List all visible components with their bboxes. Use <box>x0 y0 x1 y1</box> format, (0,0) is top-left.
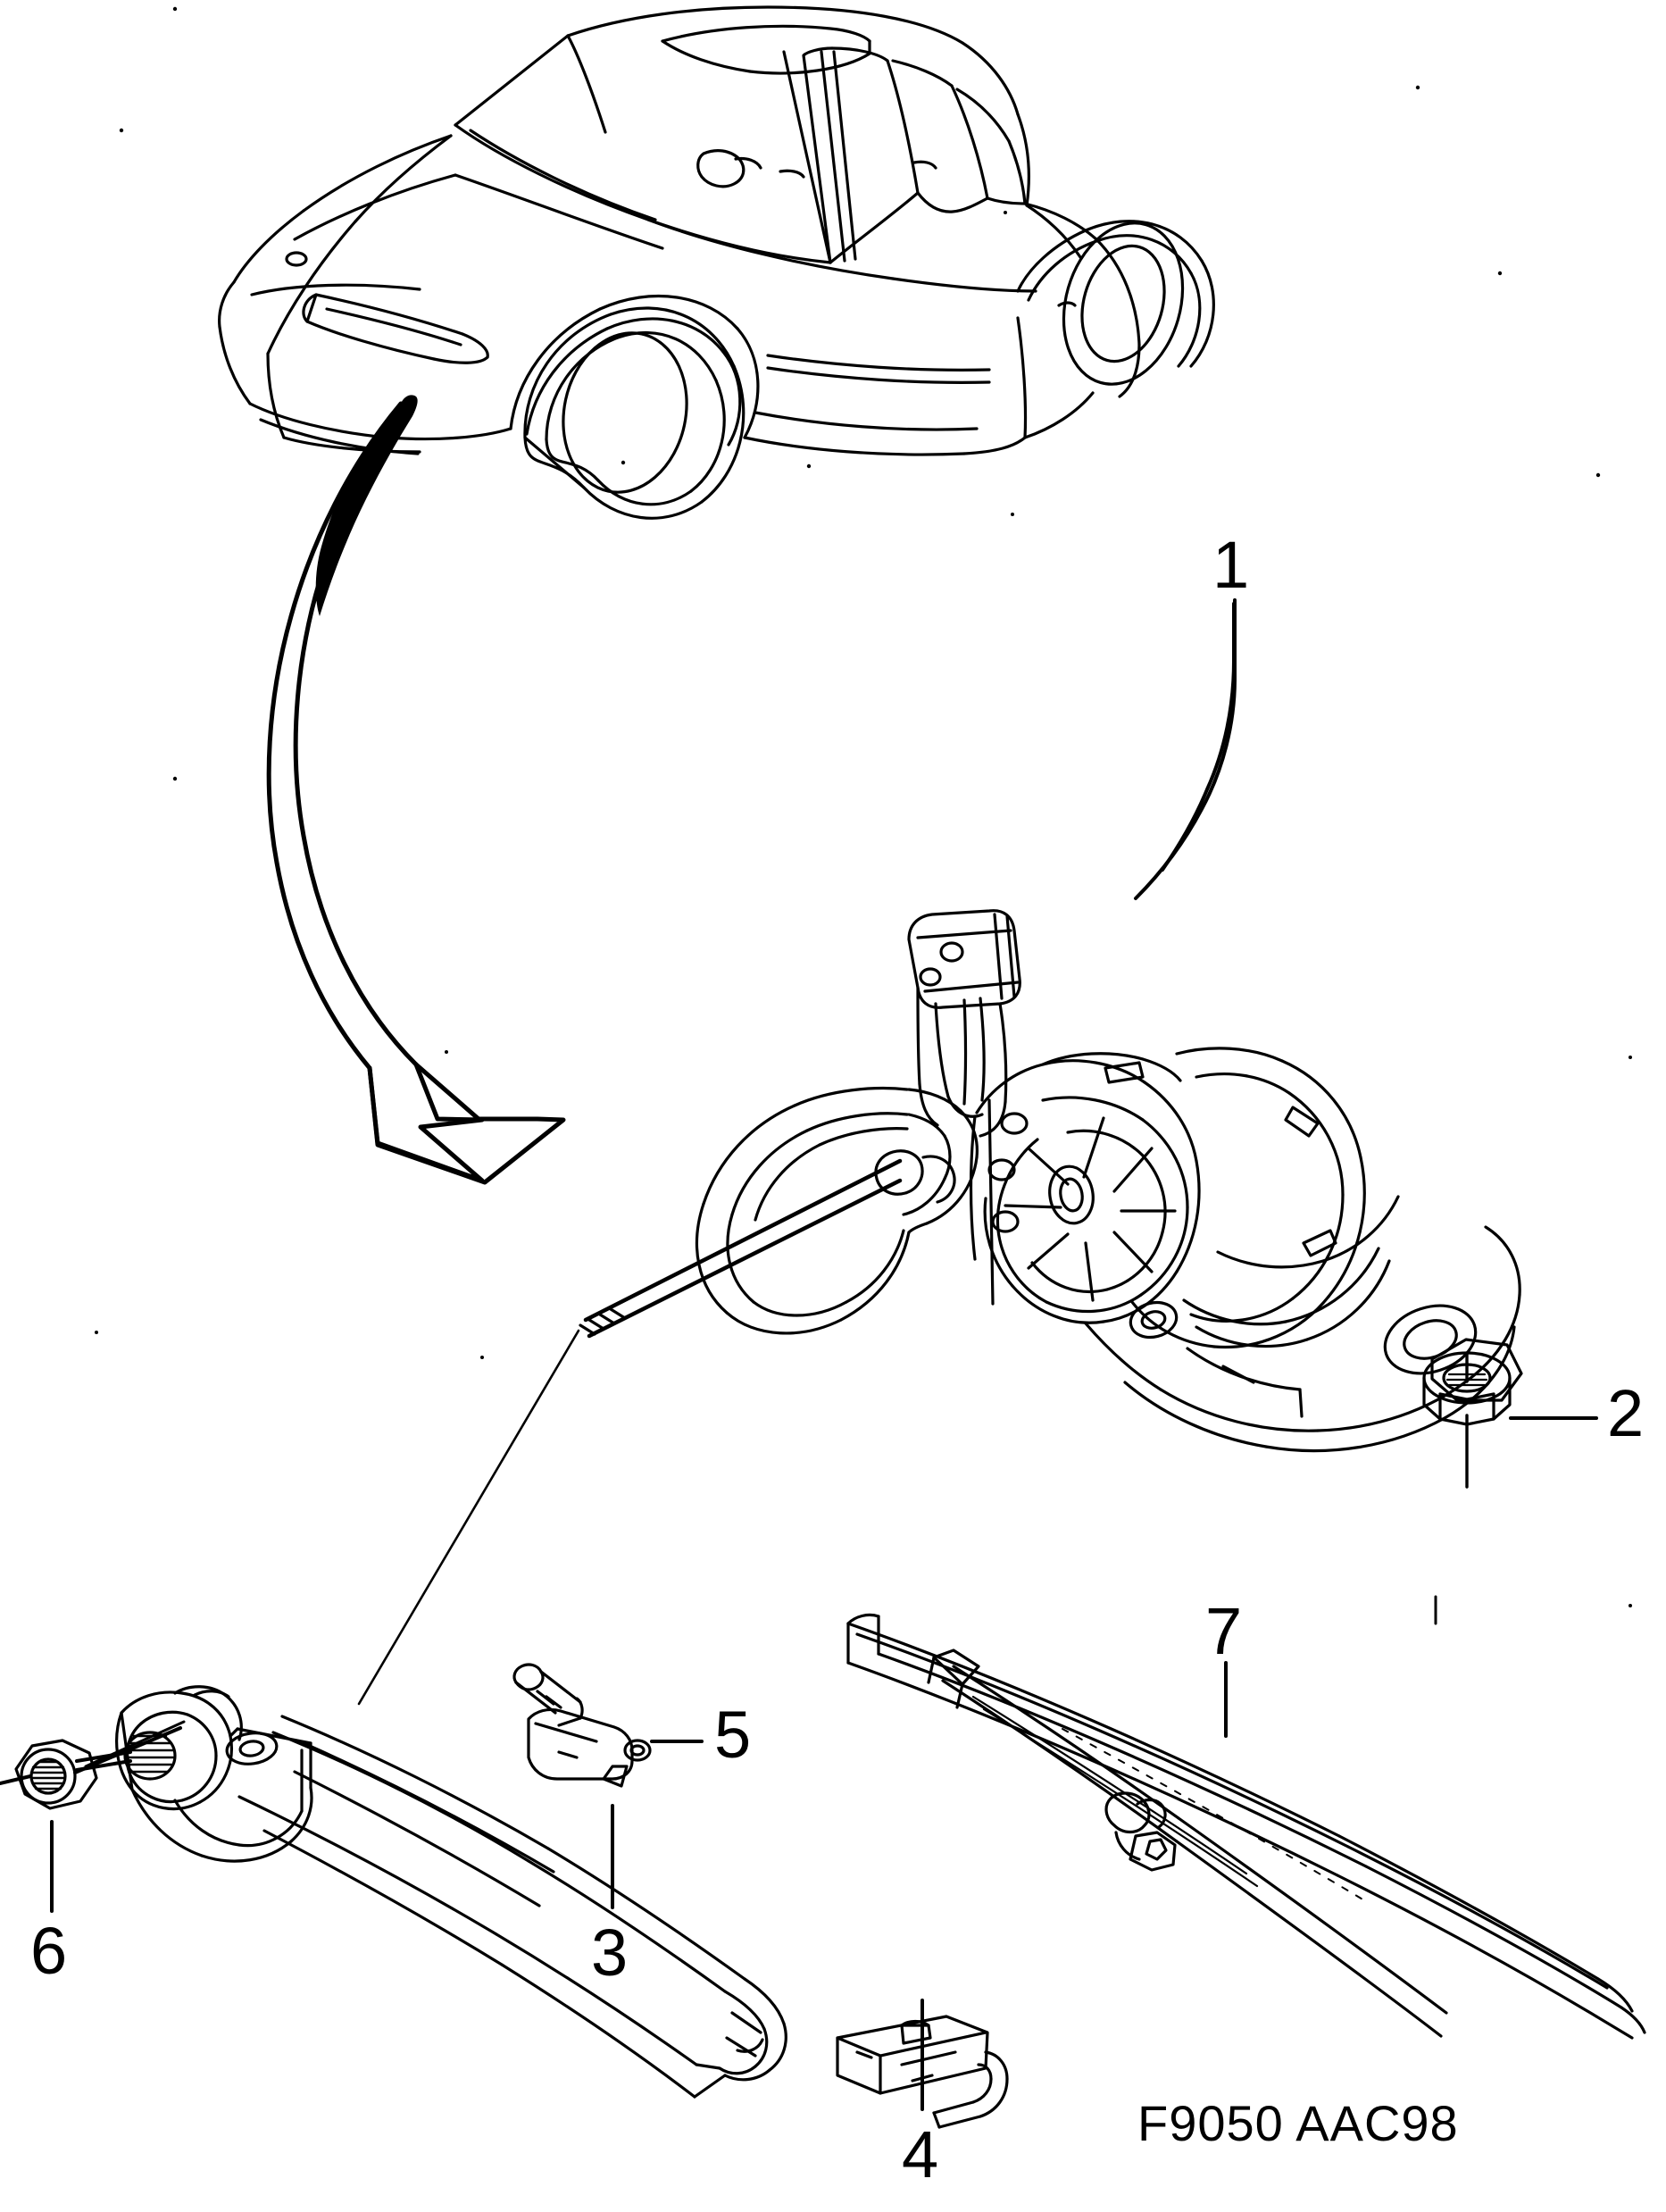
callout-2: 2 <box>1607 1376 1645 1450</box>
callout-1: 1 <box>1212 528 1250 602</box>
callout-6: 6 <box>30 1914 68 1988</box>
mounting-nut-part2 <box>1422 1338 1523 1489</box>
car-illustration <box>95 5 1632 1607</box>
wiper-motor-assembly <box>357 909 1521 1706</box>
wiper-blade-part7 <box>846 1613 1646 2040</box>
retaining-clip-part4 <box>836 2015 1009 2129</box>
wiper-arm-part3 <box>75 1685 787 2099</box>
location-arrow <box>266 395 566 1185</box>
callout-5: 5 <box>714 1698 752 1772</box>
washer-nozzle-part5 <box>512 1663 652 1788</box>
drawing-code: F9050 AAC98 <box>1137 2095 1459 2151</box>
callout-3: 3 <box>591 1916 629 1990</box>
spindle-nut-part6 <box>0 1720 186 1810</box>
callout-leader-lines <box>50 598 1598 2111</box>
callout-7: 7 <box>1205 1594 1243 1668</box>
callout-4: 4 <box>902 2117 939 2191</box>
